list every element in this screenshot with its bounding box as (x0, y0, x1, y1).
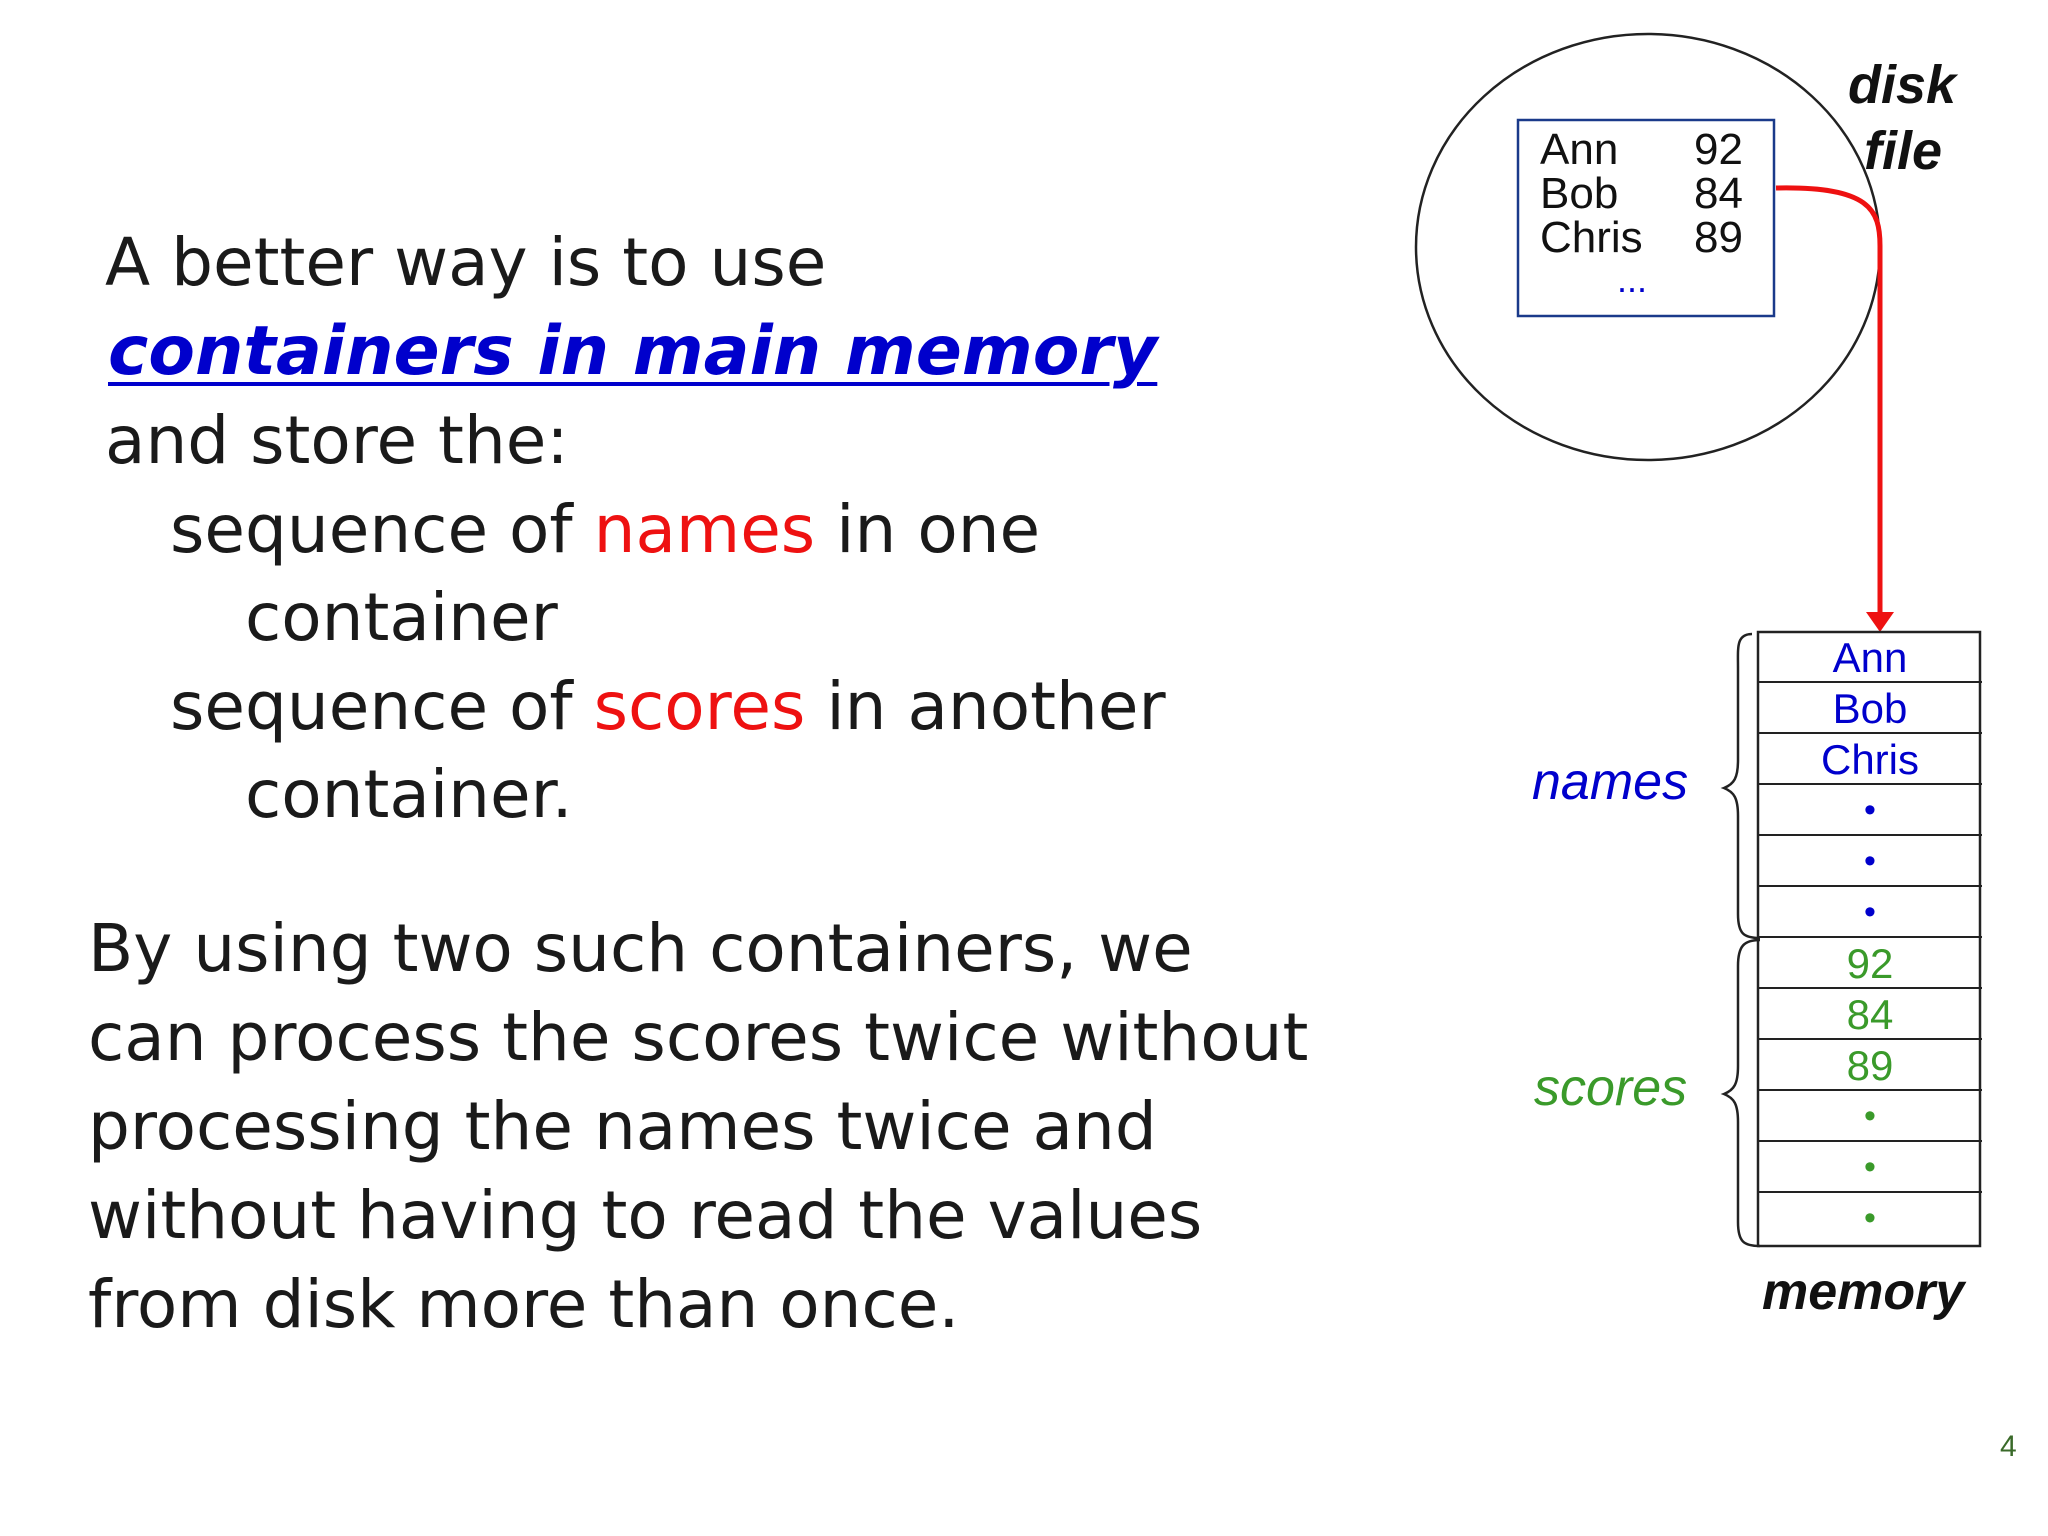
memory-cell-score-1: 92 (1758, 938, 1982, 989)
memory-cell-name-6: • (1758, 887, 1982, 938)
emphasis-containers-in-main-memory: containers in main memory (108, 312, 1158, 391)
scores-item-pre: sequence of (170, 668, 594, 745)
memory-cell-score-6: • (1864, 1199, 1876, 1237)
names-item-continuation: container (245, 579, 558, 656)
page-number: 4 (2000, 1430, 2017, 1463)
memory-label: memory (1762, 1263, 1965, 1321)
scores-keyword: scores (593, 668, 806, 745)
arrow-head-icon (1866, 612, 1894, 632)
file-row-2-name: Bob (1540, 169, 1619, 218)
explanation-line-2: can process the scores twice without (88, 999, 1309, 1076)
memory-cell-name-4: • (1758, 785, 1982, 836)
file-row-3-score: 89 (1694, 213, 1743, 262)
explanation-line-5: from disk more than once. (88, 1266, 960, 1343)
memory-cell-score-3: 89 (1758, 1040, 1982, 1091)
file-row-1-name: Ann (1540, 125, 1619, 174)
file-row-2-score: 84 (1694, 169, 1743, 218)
names-item-pre: sequence of (170, 491, 594, 568)
intro-line-1: A better way is to use (105, 224, 827, 301)
memory-cell-name-3: Chris (1758, 734, 1982, 785)
scores-item-post: in another (805, 668, 1166, 745)
memory-cell-score-4: • (1758, 1091, 1982, 1142)
explanation-line-3: processing the names twice and (88, 1088, 1157, 1165)
memory-column: Ann Bob Chris • • • 92 84 89 • • • (1758, 632, 1982, 1248)
disk-circle (1414, 32, 1882, 462)
scores-item: sequence of scores in another (170, 674, 1166, 740)
memory-cell-name-1: Ann (1758, 632, 1982, 683)
file-row-3-name: Chris (1540, 213, 1643, 262)
names-brace (1720, 632, 1761, 940)
names-item-post: in one (815, 491, 1041, 568)
names-label: names (1532, 753, 1689, 811)
disk-file-box (1516, 118, 1776, 318)
transfer-arrow (1775, 185, 1883, 612)
explanation-line-1: By using two such containers, we (88, 910, 1193, 987)
intro-line-3: and store the: (105, 402, 569, 479)
names-item: sequence of names in one (170, 497, 1040, 563)
memory-cell-score-2: 84 (1758, 989, 1982, 1040)
memory-cell-name-2: Bob (1758, 683, 1982, 734)
file-ellipsis: ... (1617, 259, 1648, 300)
disk-label: disk (1848, 55, 1957, 115)
memory-cell-score-5: • (1758, 1142, 1982, 1193)
file-row-1-score: 92 (1694, 125, 1743, 174)
file-label: file (1864, 121, 1943, 181)
explanation-line-4: without having to read the values (88, 1177, 1203, 1254)
scores-label: scores (1534, 1059, 1688, 1117)
names-keyword: names (593, 491, 816, 568)
scores-brace (1720, 938, 1761, 1248)
scores-item-continuation: container. (245, 756, 573, 833)
memory-cell-name-5: • (1758, 836, 1982, 887)
